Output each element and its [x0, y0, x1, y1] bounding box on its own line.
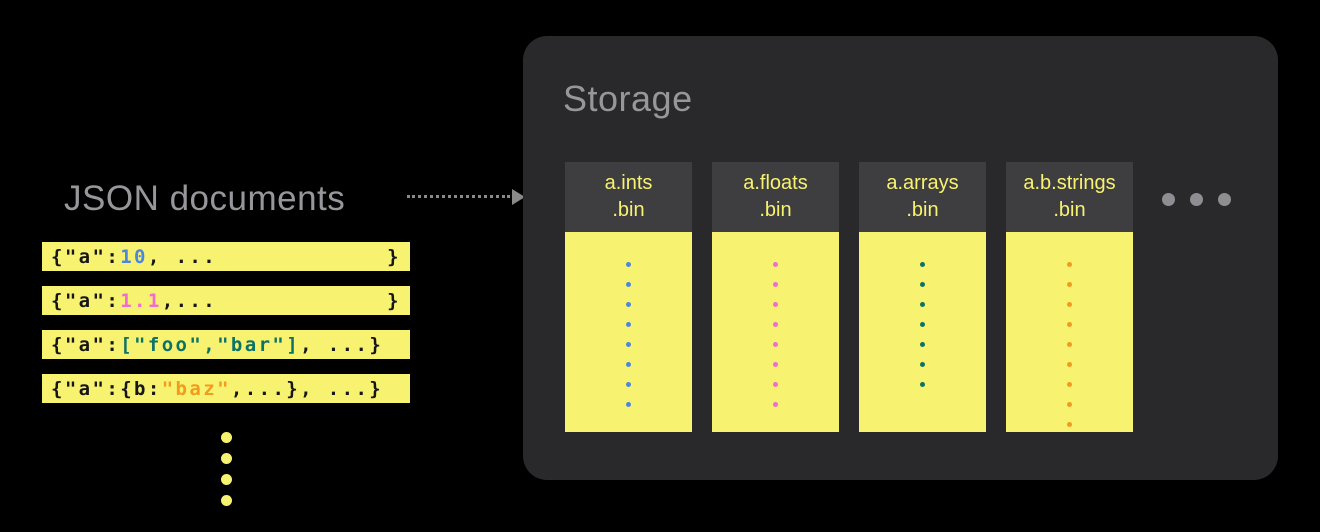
column-body — [859, 232, 986, 432]
arrow-json-to-storage — [407, 189, 525, 206]
more-columns-ellipsis — [1162, 193, 1231, 206]
json-documents-label: JSON documents — [64, 179, 346, 218]
value-dot — [1067, 422, 1072, 427]
value-dot — [920, 342, 925, 347]
json-document-row: {"a":1.1,...} — [42, 286, 410, 315]
document-code: {"a":["foo","bar"], ...} — [51, 334, 383, 356]
value-dot — [626, 382, 631, 387]
value-dot — [626, 262, 631, 267]
code-segment-code: , ... — [147, 245, 218, 268]
value-dot — [1067, 362, 1072, 367]
arrow-dotted-line — [407, 195, 510, 198]
column-file-ext: .bin — [612, 199, 645, 221]
code-segment-code: ,...}, ...} — [230, 377, 384, 400]
value-dot — [626, 362, 631, 367]
code-segment-code: , ...} — [300, 333, 384, 356]
value-dot — [920, 382, 925, 387]
column-body — [712, 232, 839, 432]
column-file-name: a.b.strings — [1023, 172, 1116, 194]
value-dot — [773, 322, 778, 327]
storage-column-a.ints: a.ints .bin — [565, 162, 692, 432]
code-segment-code: {"a": — [51, 289, 121, 312]
json-document-row: {"a":["foo","bar"], ...} — [42, 330, 410, 359]
code-segment-int: 10 — [120, 245, 148, 268]
document-code: {"a":10, ... — [51, 246, 217, 268]
value-dot — [1067, 262, 1072, 267]
value-dot — [773, 362, 778, 367]
value-dot — [773, 402, 778, 407]
arrow-head-icon — [512, 189, 525, 205]
closing-brace: } — [387, 289, 401, 312]
code-segment-code: {"a": — [51, 245, 121, 268]
code-segment-array: ["foo","bar"] — [120, 333, 301, 356]
value-dot — [1067, 282, 1072, 287]
value-dot — [1067, 402, 1072, 407]
column-file-name: a.floats — [743, 172, 808, 194]
value-dot — [773, 302, 778, 307]
column-header: a.b.strings .bin — [1006, 162, 1133, 232]
ellipsis-dot — [220, 474, 232, 485]
code-segment-code: {"a": — [51, 333, 121, 356]
value-dot — [1067, 322, 1072, 327]
json-documents-list: {"a":10, ...}{"a":1.1,...}{"a":["foo","b… — [42, 242, 410, 403]
value-dot — [773, 262, 778, 267]
storage-title: Storage — [563, 78, 693, 119]
ellipsis-dot — [1218, 193, 1231, 206]
value-dot — [920, 302, 925, 307]
storage-column-a.arrays: a.arrays .bin — [859, 162, 986, 432]
ellipsis-dot — [220, 432, 232, 443]
value-dot — [920, 262, 925, 267]
column-file-ext: .bin — [1053, 199, 1086, 221]
documents-ellipsis — [42, 432, 410, 506]
value-dot — [626, 282, 631, 287]
storage-column-a.b.strings: a.b.strings .bin — [1006, 162, 1133, 432]
code-segment-string: "baz" — [161, 377, 231, 400]
value-dot — [773, 342, 778, 347]
value-dot — [626, 322, 631, 327]
value-dot — [1067, 342, 1072, 347]
column-body — [565, 232, 692, 432]
ellipsis-dot — [1190, 193, 1203, 206]
value-dot — [920, 322, 925, 327]
ellipsis-dot — [220, 453, 232, 464]
ellipsis-dot — [1162, 193, 1175, 206]
value-dot — [920, 362, 925, 367]
column-file-ext: .bin — [906, 199, 939, 221]
code-segment-code: {"a":{b: — [51, 377, 162, 400]
column-header: a.arrays .bin — [859, 162, 986, 232]
json-document-row: {"a":10, ...} — [42, 242, 410, 271]
closing-brace: } — [387, 245, 401, 268]
value-dot — [626, 342, 631, 347]
document-code: {"a":1.1,... — [51, 290, 217, 312]
column-file-name: a.arrays — [886, 172, 959, 194]
value-dot — [773, 282, 778, 287]
column-file-ext: .bin — [759, 199, 792, 221]
column-header: a.floats .bin — [712, 162, 839, 232]
code-segment-float: 1.1 — [120, 289, 162, 312]
column-file-name: a.ints — [604, 172, 653, 194]
value-dot — [626, 302, 631, 307]
document-code: {"a":{b:"baz",...}, ...} — [51, 378, 383, 400]
value-dot — [920, 282, 925, 287]
value-dot — [626, 402, 631, 407]
storage-panel: Storage a.ints .bin a.floats .bin a.arrays .b… — [523, 36, 1278, 480]
column-header: a.ints .bin — [565, 162, 692, 232]
ellipsis-dot — [220, 495, 232, 506]
value-dot — [1067, 382, 1072, 387]
column-body — [1006, 232, 1133, 432]
json-document-row: {"a":{b:"baz",...}, ...} — [42, 374, 410, 403]
value-dot — [773, 382, 778, 387]
code-segment-code: ,... — [161, 289, 218, 312]
storage-column-a.floats: a.floats .bin — [712, 162, 839, 432]
value-dot — [1067, 302, 1072, 307]
